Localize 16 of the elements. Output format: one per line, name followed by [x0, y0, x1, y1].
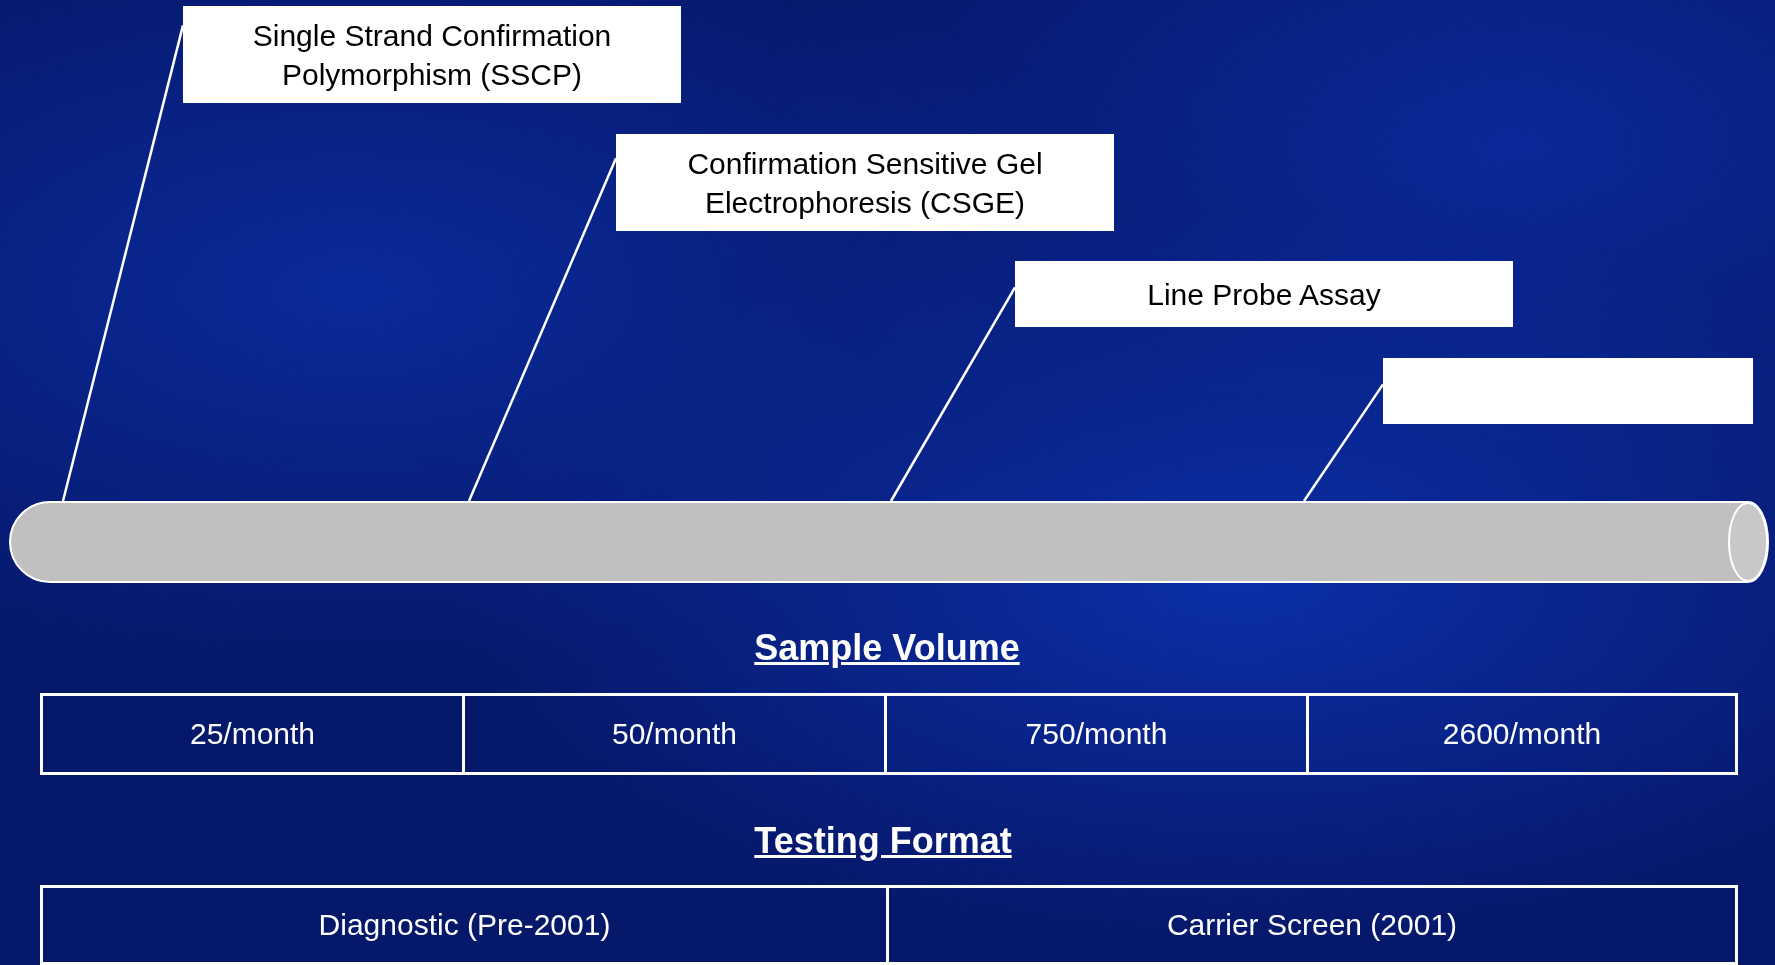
callout-box: Single Strand Confirmation Polymorphism (SSCP): [183, 6, 681, 103]
leader-line: [889, 286, 1017, 502]
leader-line: [467, 157, 618, 502]
section-heading: Sample Volume: [754, 627, 1020, 669]
volume-value: 750/month: [884, 693, 1309, 775]
blank-callout-box: [1383, 358, 1753, 424]
volume-value: 50/month: [462, 693, 887, 775]
format-label: Diagnostic (Pre-2001): [40, 885, 889, 965]
callout-box: Line Probe Assay: [1015, 261, 1513, 327]
format-label: Carrier Screen (2001): [886, 885, 1738, 965]
callout-box: Confirmation Sensitive Gel Electrophoresis (CSGE): [616, 134, 1114, 231]
section-heading: Testing Format: [754, 820, 1012, 862]
volume-value: 25/month: [40, 693, 465, 775]
leader-line: [61, 25, 185, 502]
leader-line: [1302, 383, 1385, 502]
volume-value: 2600/month: [1306, 693, 1738, 775]
